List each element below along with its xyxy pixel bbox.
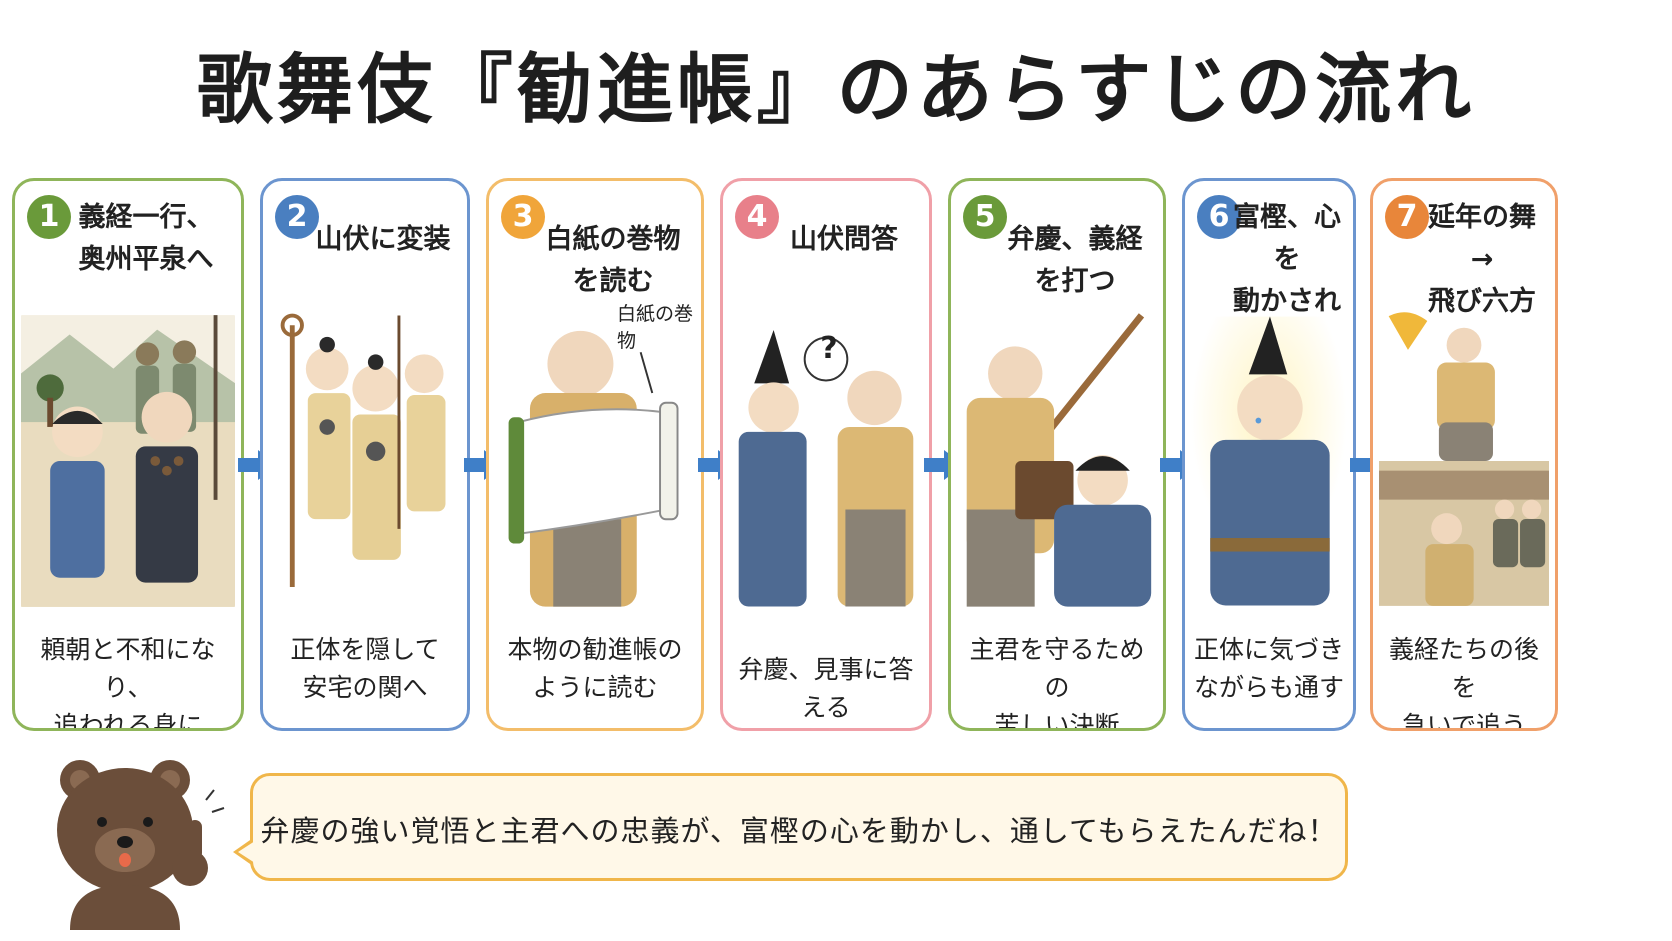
scene-illustration-dialogue: [729, 311, 923, 611]
scene-illustration-scroll: [495, 311, 695, 611]
step-caption: 義経たちの後を 急いで追う: [1388, 635, 1539, 731]
step-caption: 本物の勧進帳の ように読む: [507, 635, 683, 702]
bear-mascot: [40, 750, 230, 930]
step-caption: 頼朝と不和になり、 追われる身に: [40, 635, 216, 731]
question-mark: ?: [820, 331, 838, 366]
step-caption: 正体を隠して 安宅の関へ: [290, 635, 440, 702]
step-number-badge: 1: [27, 195, 71, 239]
scene-illustration-togashi: [1191, 311, 1347, 611]
step-title: 延年の舞 → 飛び六方: [1428, 202, 1536, 317]
step-title: 山伏に変装: [315, 224, 451, 255]
step-title: 義経一行、 奥州平泉へ: [78, 202, 214, 275]
speech-bubble: 弁慶の強い覚悟と主君への忠義が、富樫の心を動かし、通してもらえたんだね！: [233, 773, 1348, 881]
step-title: 白紙の巻物を読む: [545, 224, 681, 297]
step-card-5: 5 弁慶、義経を打つ 主君を守るための 苦しい決断: [948, 178, 1166, 731]
story-flow: 1 義経一行、 奥州平泉へ 頼朝と不和になり、 追われる身に: [0, 178, 1672, 733]
step-card-4: 4 山伏問答 ? 弁慶、見事に答える: [720, 178, 932, 731]
journey-illustration: [21, 315, 235, 607]
step-number-badge: 5: [963, 195, 1007, 239]
page-title: 歌舞伎『勧進帳』のあらすじの流れ: [196, 45, 1476, 134]
scene-illustration-strike: [957, 311, 1157, 611]
step-number-badge: 3: [501, 195, 545, 239]
scene-illustration-roppo: [1379, 311, 1549, 611]
step-card-1: 1 義経一行、 奥州平泉へ 頼朝と不和になり、 追われる身に: [12, 178, 244, 731]
scroll-label: 白紙の巻物: [617, 303, 694, 352]
step-number-badge: 4: [735, 195, 779, 239]
scene-illustration-journey: [21, 311, 235, 611]
togashi-questioning-benkei-illustration: [729, 315, 923, 607]
yamabushi-group-illustration: [269, 313, 461, 607]
step-card-6: 6 富樫、心を 動かされる 正体に気づき ながらも通す: [1182, 178, 1356, 731]
benkei-reading-scroll-illustration: [495, 315, 695, 607]
step-number-badge: 7: [1385, 195, 1429, 239]
step-card-2: 2 山伏に変装 正体を隠して 安宅の関へ: [260, 178, 470, 731]
speech-bubble-text: 弁慶の強い覚悟と主君への忠義が、富樫の心を動かし、通してもらえたんだね！: [260, 814, 1338, 848]
step-card-7: 7 延年の舞 → 飛び六方 義経たちの後を 急いで追う: [1370, 178, 1558, 731]
step-card-3: 3 白紙の巻物を読む 白紙の巻物 本物の勧進帳の ように読む: [486, 178, 704, 731]
step-caption: 正体に気づき ながらも通す: [1193, 635, 1344, 702]
benkei-striking-yoshitsune-illustration: [957, 313, 1157, 607]
step-title: 山伏問答: [790, 224, 898, 255]
step-number-badge: 2: [275, 195, 319, 239]
step-number-badge: 6: [1197, 195, 1241, 239]
bear-mascot-icon: [57, 760, 225, 930]
step-caption: 弁慶、見事に答える: [738, 655, 914, 722]
togashi-moved-illustration: [1191, 316, 1347, 606]
benkei-tobi-roppo-illustration: [1379, 312, 1549, 606]
step-title: 弁慶、義経を打つ: [1007, 224, 1143, 297]
scene-illustration-disguise: [269, 311, 461, 611]
step-caption: 主君を守るための 苦しい決断: [969, 635, 1145, 731]
